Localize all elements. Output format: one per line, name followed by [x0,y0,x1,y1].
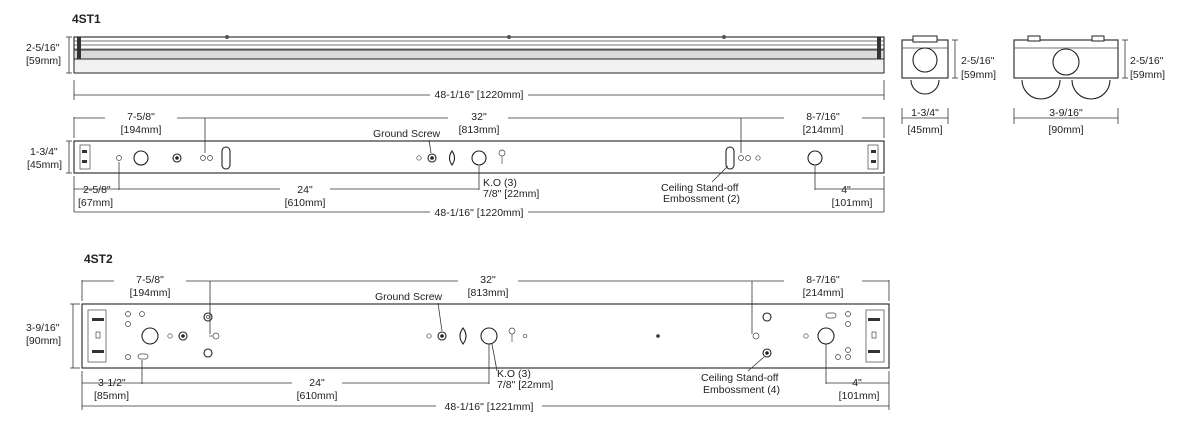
st1-ko-label: K.O (3) [483,177,517,189]
st1-ground-screw-label: Ground Screw [373,128,441,140]
end1-height-in: 2-5/16" [961,55,995,67]
st2-bottom-view [81,303,890,369]
st2-ceiling-label-2: Embossment (4) [703,384,780,396]
st1-bottom-center-mm: [610mm] [285,197,326,209]
end2-height-in: 2-5/16" [1130,55,1164,67]
st2-top-left-mm: [194mm] [130,287,171,299]
st1-bottom-right-mm: [101mm] [832,197,873,209]
st2-bottom-right-mm: [101mm] [839,390,880,402]
st2-top-right-mm: [214mm] [803,287,844,299]
st2-bottom-center-in: 24" [309,377,325,389]
st1-top-center-in: 32" [471,111,487,123]
st1-bottom-left-mm: [67mm] [78,197,113,209]
st1-ceiling-label-1: Ceiling Stand-off [661,182,739,194]
end2-width-in: 3-9/16" [1049,107,1083,119]
st1-top-center-mm: [813mm] [459,124,500,136]
st1-title: 4ST1 [72,12,101,26]
st1-bottom-length: 48-1/16" [1220mm] [435,207,524,219]
st2-ko-label: K.O (3) [497,368,531,380]
st1-side-view [73,35,885,74]
st2-top-left-in: 7-5/8" [136,274,164,286]
st2-height-mm: [90mm] [26,335,61,347]
st1-top-left-mm: [194mm] [121,124,162,136]
end-view-2 [1013,35,1119,100]
end-view-1 [901,35,949,95]
st1-bottom-left-in: 2-5/8" [83,184,111,196]
st1-bottom-center-in: 24" [297,184,313,196]
st1-top-right-mm: [214mm] [803,124,844,136]
st2-ceiling-label-1: Ceiling Stand-off [701,372,779,384]
st2-bottom-length: 48-1/16" [1221mm] [445,401,534,413]
st2-top-center-mm: [813mm] [468,287,509,299]
st2-ko-size: 7/8" [22mm] [497,379,553,391]
st1-side-height-in: 2-5/16" [26,42,60,54]
end2-width-mm: [90mm] [1048,124,1083,136]
st2-bottom-right-in: 4" [852,377,862,389]
st1-bottom-right-in: 4" [841,184,851,196]
st2-top-center-in: 32" [480,274,496,286]
st2-ground-screw-label: Ground Screw [375,291,443,303]
st2-bottom-left-in: 3-1/2" [98,377,126,389]
st2-height-in: 3-9/16" [26,322,60,334]
end1-height-mm: [59mm] [961,69,996,81]
st1-ceiling-label-2: Embossment (2) [663,193,740,205]
end1-width-in: 1-3/4" [911,107,939,119]
st1-side-height-mm: [59mm] [26,55,61,67]
st2-title: 4ST2 [84,252,113,266]
st1-top-right-in: 8-7/16" [806,111,840,123]
st2-bottom-left-mm: [85mm] [94,390,129,402]
end2-height-mm: [59mm] [1130,69,1165,81]
st1-top-left-in: 7-5/8" [127,111,155,123]
end1-width-mm: [45mm] [907,124,942,136]
st1-side-length: 48-1/16" [1220mm] [435,89,524,101]
st1-ko-size: 7/8" [22mm] [483,188,539,200]
st1-width-mm: [45mm] [27,159,62,171]
st1-width-in: 1-3/4" [30,146,58,158]
st2-bottom-center-mm: [610mm] [297,390,338,402]
st2-top-right-in: 8-7/16" [806,274,840,286]
